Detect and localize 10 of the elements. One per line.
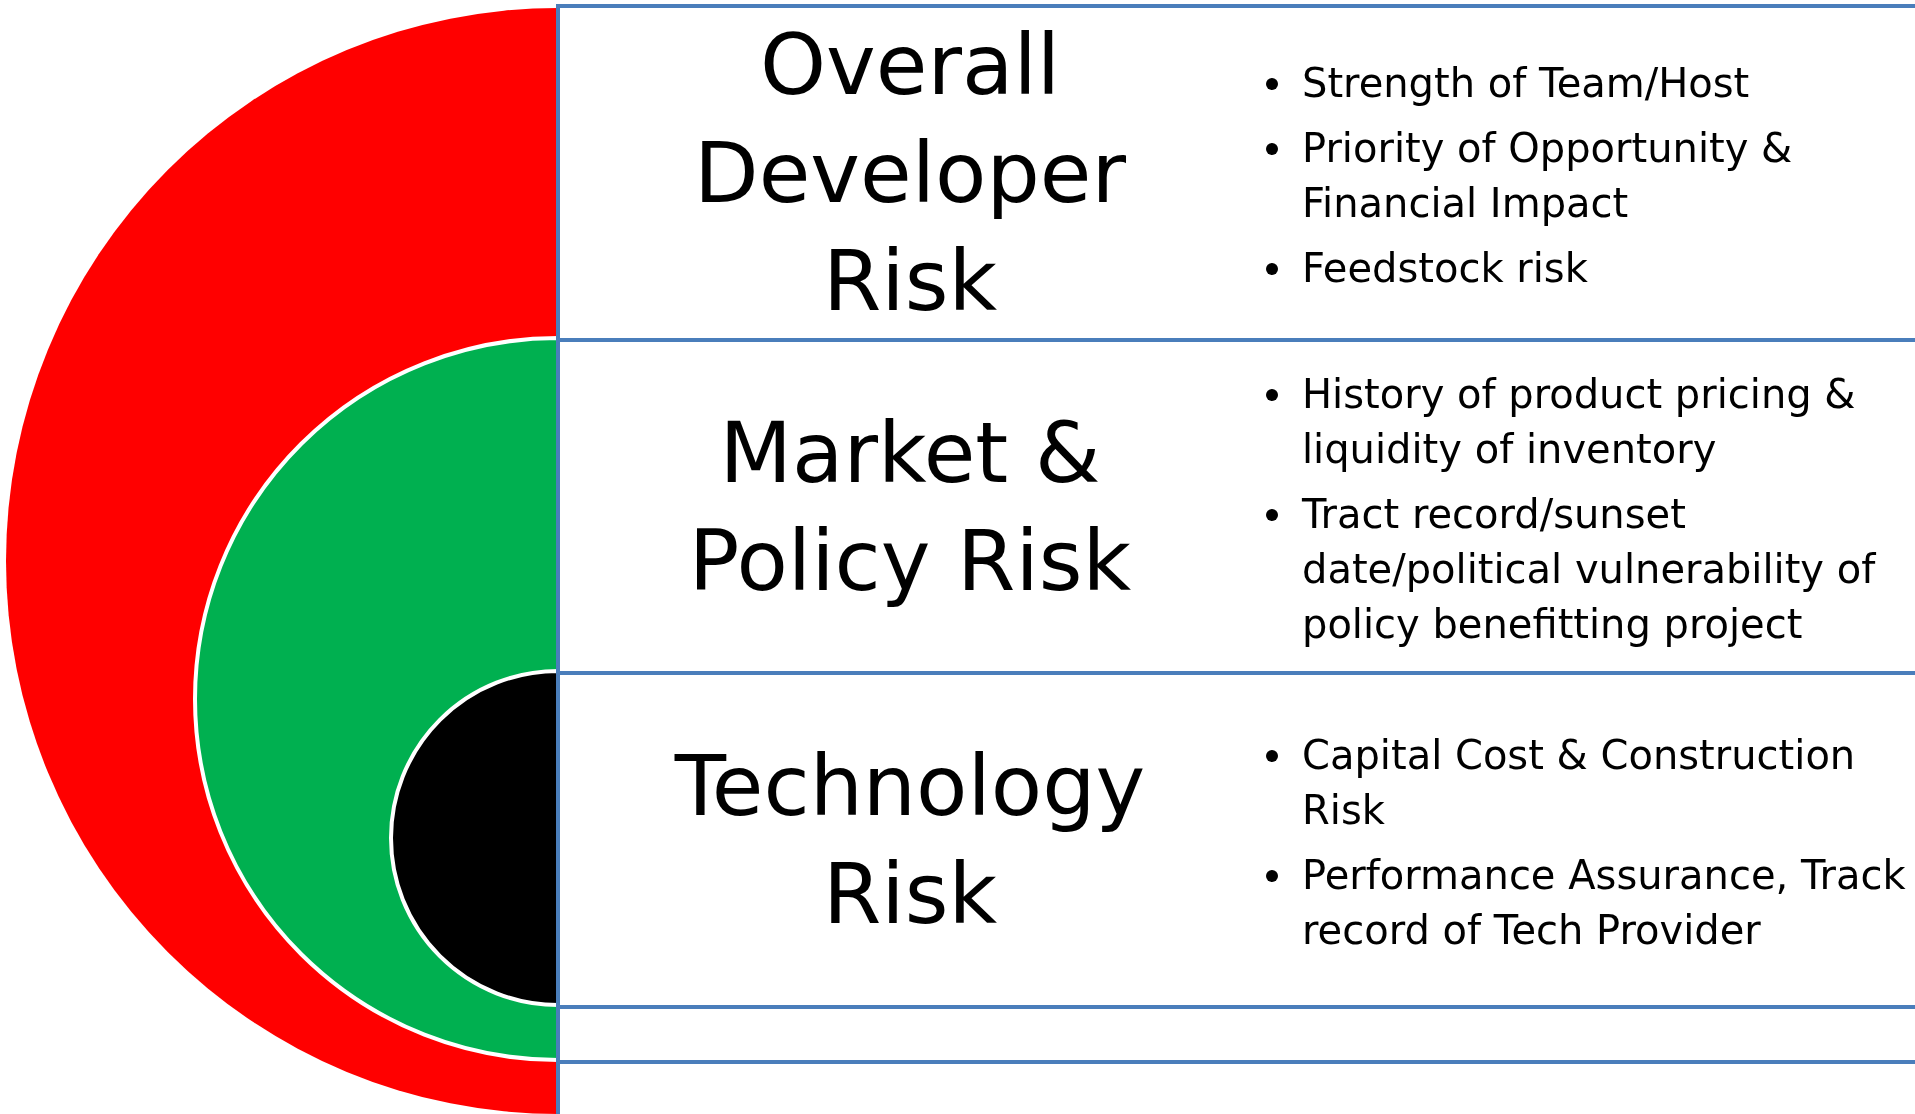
bullet-item: Performance Assurance, Track record of Tech Provider [1302, 851, 1907, 955]
row-heading: Market & Policy Risk [687, 402, 1133, 612]
bullet-item: Priority of Opportunity & Financial Impact [1302, 124, 1794, 228]
bullet-item: Feedstock risk [1302, 244, 1589, 293]
bullet-item: Tract record/sunset date/political vulnerability of policy benefitting project [1302, 490, 1877, 649]
row-heading: Technology Risk [673, 736, 1147, 945]
bullet-item: Capital Cost & Construction Risk [1302, 731, 1857, 835]
row-heading: Overall Developer Risk [693, 15, 1127, 332]
bullet-item: History of product pricing & liquidity of inventory [1302, 370, 1857, 474]
bullet-item: Strength of Team/Host [1302, 59, 1751, 108]
